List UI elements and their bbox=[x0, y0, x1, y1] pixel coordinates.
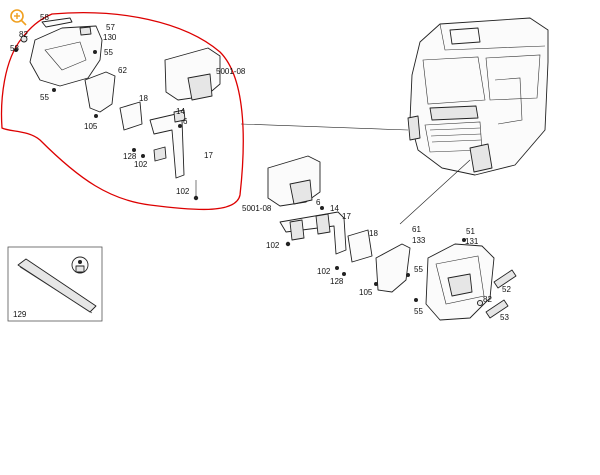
label-105: 105 bbox=[84, 122, 98, 131]
label-58b: 58 bbox=[10, 44, 19, 53]
label-18b: 18 bbox=[369, 229, 378, 238]
label-105b: 105 bbox=[359, 288, 373, 297]
label-62: 62 bbox=[118, 66, 127, 75]
label-18: 18 bbox=[139, 94, 148, 103]
label-52: 52 bbox=[502, 285, 511, 294]
label-14b: 14 bbox=[330, 204, 339, 213]
label-55b: 55 bbox=[40, 93, 49, 102]
label-129: 129 bbox=[13, 310, 27, 319]
label-61: 61 bbox=[412, 225, 421, 234]
label-14: 14 bbox=[176, 107, 185, 116]
label-82b: 82 bbox=[483, 295, 492, 304]
label-5001-08: 5001-08 bbox=[216, 67, 246, 76]
label-6: 6 bbox=[183, 117, 188, 126]
label-131: 131 bbox=[465, 237, 479, 246]
label-55: 55 bbox=[104, 48, 113, 57]
label-55c: 55 bbox=[414, 265, 423, 274]
label-102d: 102 bbox=[317, 267, 331, 276]
label-102b: 102 bbox=[176, 187, 190, 196]
label-58: 58 bbox=[40, 13, 49, 22]
label-133: 133 bbox=[412, 236, 426, 245]
middle-bracket-assembly bbox=[267, 155, 411, 293]
label-102: 102 bbox=[134, 160, 148, 169]
label-51: 51 bbox=[466, 227, 475, 236]
right-step-assembly bbox=[414, 238, 517, 321]
label-5001-08b: 5001-08 bbox=[242, 204, 272, 213]
label-57: 57 bbox=[106, 23, 115, 32]
label-17b: 17 bbox=[342, 212, 351, 221]
zoom-in-icon[interactable] bbox=[10, 9, 27, 26]
inset-detail-box bbox=[7, 246, 103, 322]
label-102c: 102 bbox=[266, 241, 280, 250]
label-53: 53 bbox=[500, 313, 509, 322]
label-128: 128 bbox=[123, 152, 137, 161]
truck-cab-illustration bbox=[407, 17, 549, 176]
label-82: 82 bbox=[19, 30, 28, 39]
label-130: 130 bbox=[103, 33, 117, 42]
label-128b: 128 bbox=[330, 277, 344, 286]
label-55d: 55 bbox=[414, 307, 423, 316]
leader-line bbox=[399, 159, 471, 225]
label-6b: 6 bbox=[316, 198, 321, 207]
red-annotation-circle bbox=[0, 11, 244, 211]
leader-line bbox=[240, 123, 409, 131]
left-bracket-assembly bbox=[14, 17, 221, 201]
label-17: 17 bbox=[204, 151, 213, 160]
